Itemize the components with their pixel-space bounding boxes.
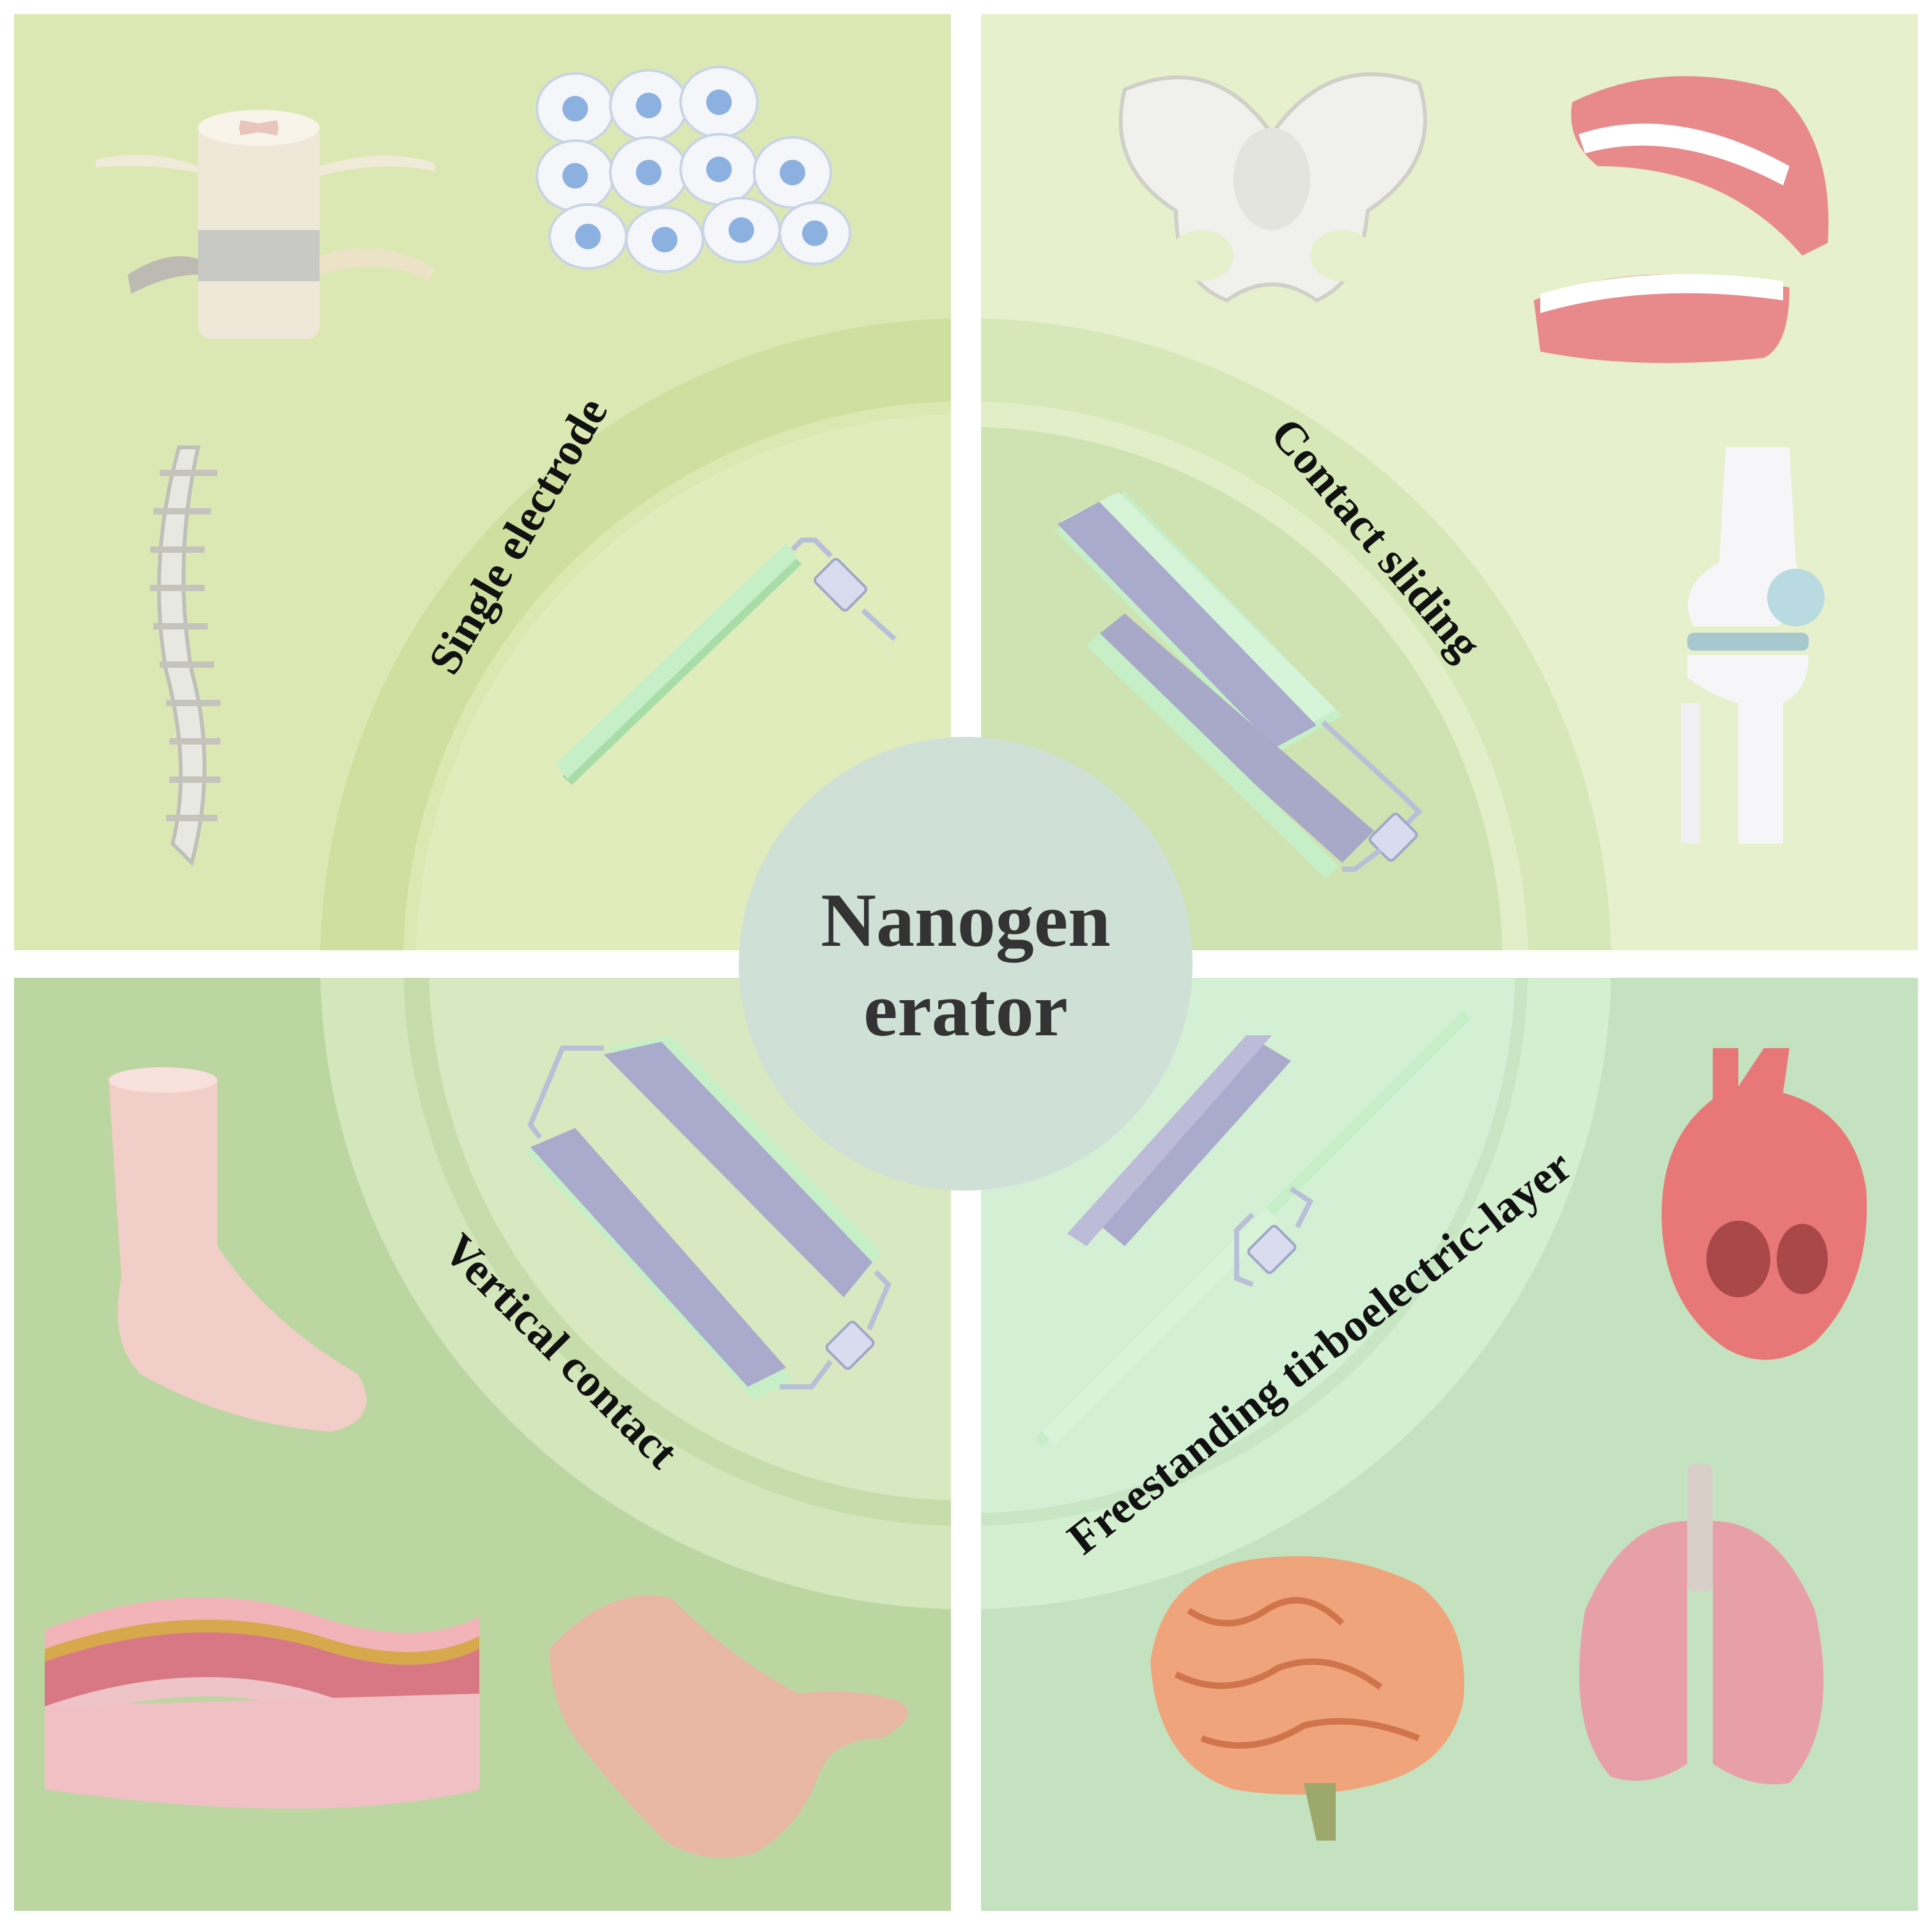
spine-icon bbox=[150, 445, 220, 867]
freestanding-device bbox=[1035, 1010, 1470, 1448]
center-title-line1: Nanogen bbox=[821, 877, 1110, 963]
single-electrode-device bbox=[556, 537, 897, 785]
vertical-contact-device bbox=[524, 1035, 892, 1400]
brain-icon bbox=[1150, 1556, 1465, 1841]
spinal-cord-icon bbox=[96, 110, 435, 339]
hand-icon bbox=[550, 1595, 908, 1858]
heart-icon bbox=[1662, 1048, 1867, 1360]
teeth-icon bbox=[1534, 76, 1828, 363]
center-title-line2: erator bbox=[863, 967, 1068, 1052]
skin-layers-icon bbox=[45, 1597, 479, 1809]
pelvis-icon bbox=[1118, 72, 1427, 303]
foot-icon bbox=[109, 1067, 367, 1432]
cells-icon bbox=[536, 66, 851, 273]
center-circle bbox=[739, 737, 1193, 1191]
knee-joint-icon bbox=[1681, 447, 1825, 844]
contact-sliding-device bbox=[1055, 492, 1423, 879]
lungs-icon bbox=[1579, 1463, 1824, 1784]
